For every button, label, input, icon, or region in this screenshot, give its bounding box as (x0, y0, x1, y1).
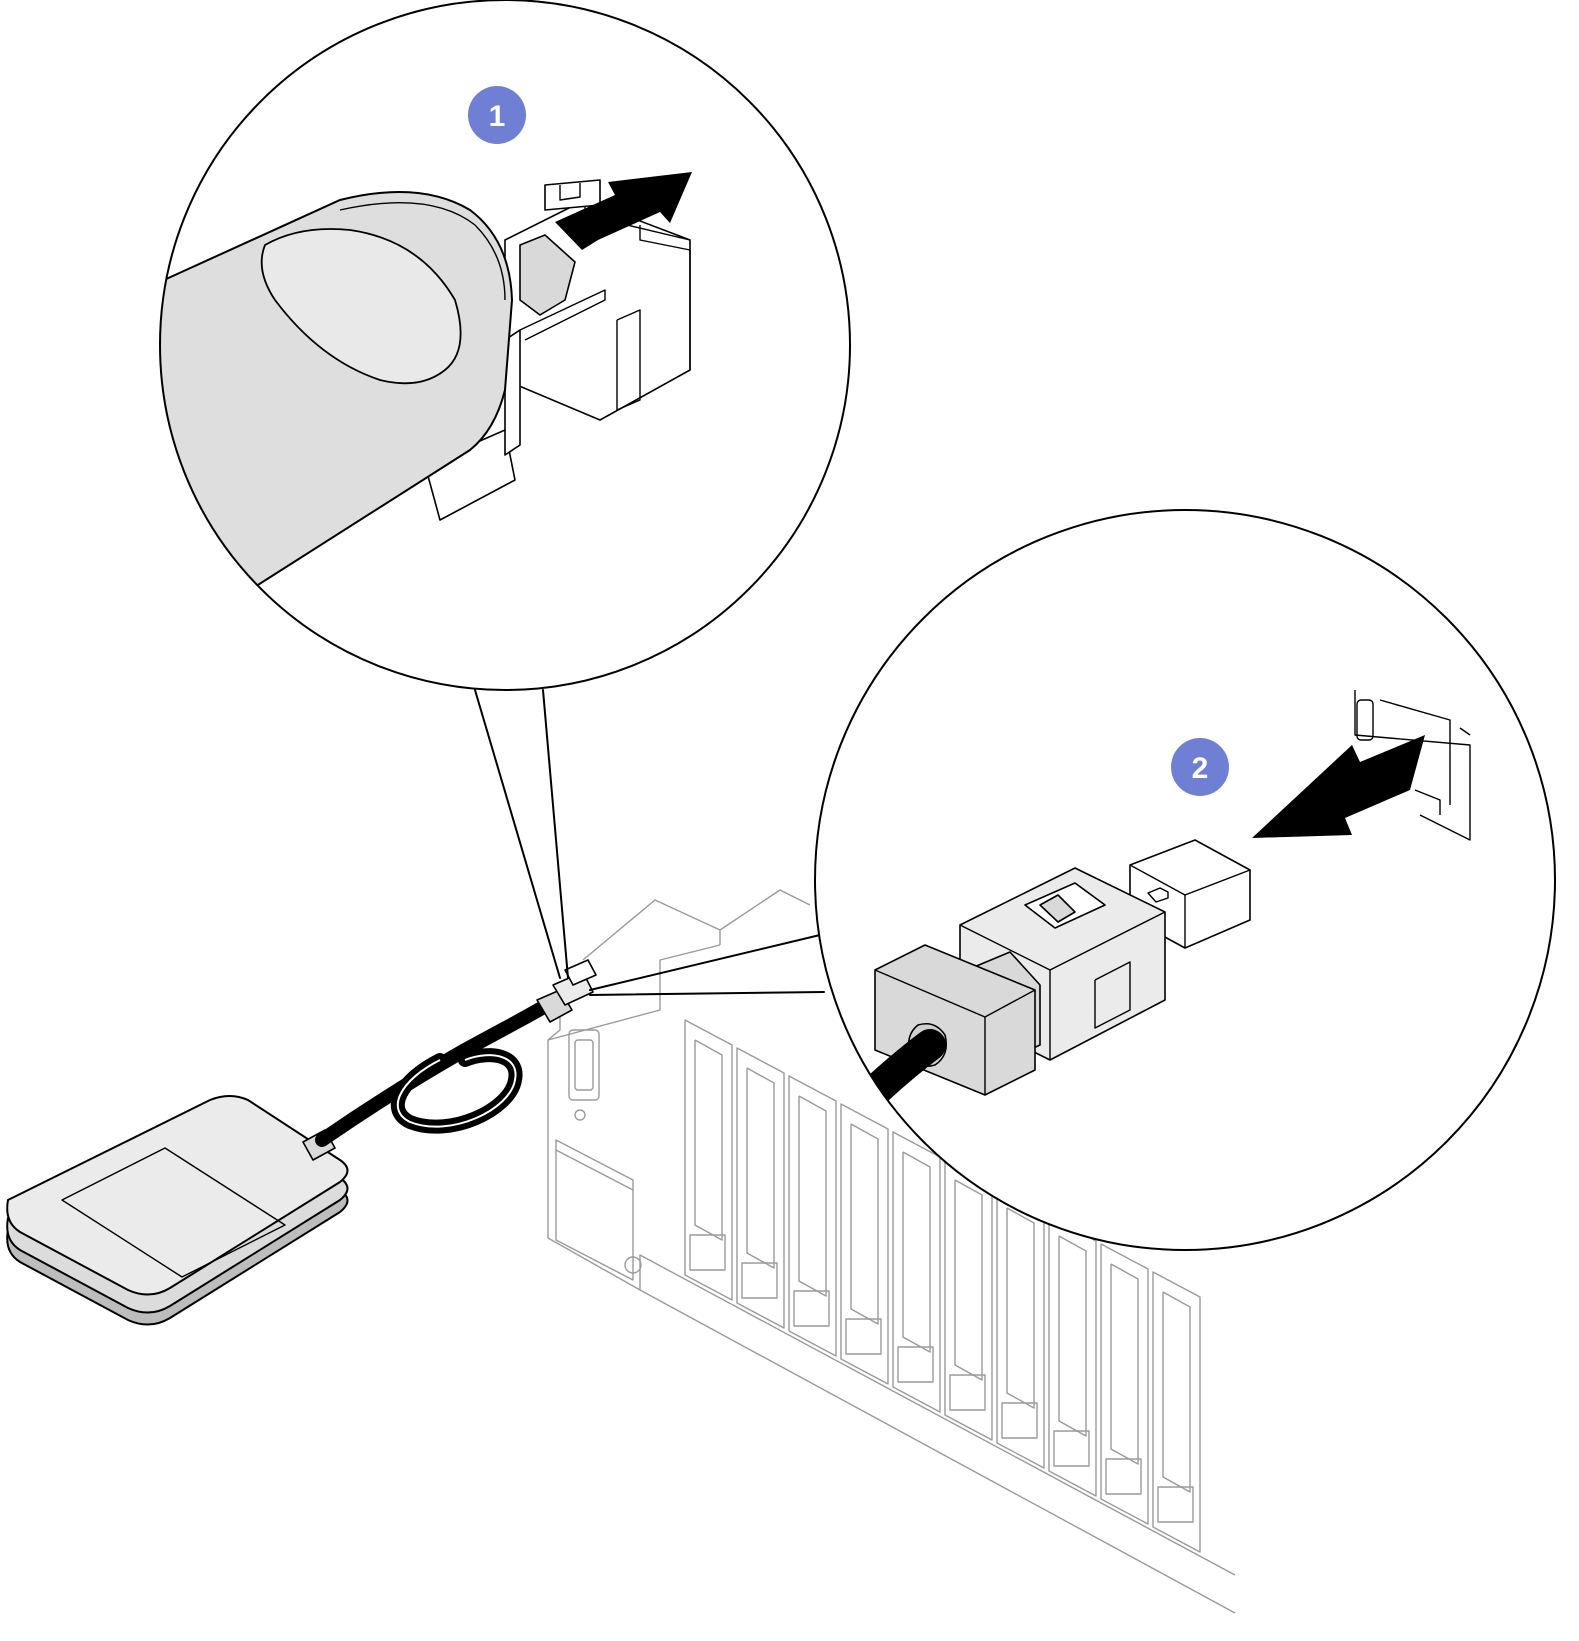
drive-bay (736, 1047, 785, 1329)
drive-bay (996, 1187, 1045, 1469)
detail-circle-1: 1 (159, 0, 851, 691)
drive-bay (840, 1103, 889, 1385)
drive-bay (892, 1131, 941, 1413)
callout-1-number: 1 (489, 100, 506, 133)
drive-bay (1048, 1215, 1097, 1497)
handset-cable (315, 993, 562, 1147)
push-arrow-right (555, 172, 692, 250)
callout-leader-lines (474, 689, 825, 996)
drive-bay (684, 1019, 733, 1301)
drive-bay (944, 1159, 993, 1441)
callout-2-number: 2 (1192, 752, 1209, 785)
pull-arrow-left (1252, 735, 1425, 838)
diagnostics-handset (6, 1095, 349, 1326)
drive-bay (788, 1075, 837, 1357)
drive-bay (1152, 1271, 1201, 1553)
detail-circle-2: 2 (814, 509, 1556, 1251)
callout-2-badge (1171, 738, 1229, 796)
callout-1-badge (468, 86, 526, 144)
release-latch (519, 234, 576, 316)
cable-connector-small (536, 959, 597, 1023)
callout-1: 1 (468, 86, 526, 144)
callout-2: 2 (1171, 738, 1229, 796)
finger (160, 191, 514, 591)
port-bracket (1354, 690, 1471, 841)
drive-bay (1100, 1243, 1149, 1525)
server-front-panel (547, 889, 1236, 1614)
